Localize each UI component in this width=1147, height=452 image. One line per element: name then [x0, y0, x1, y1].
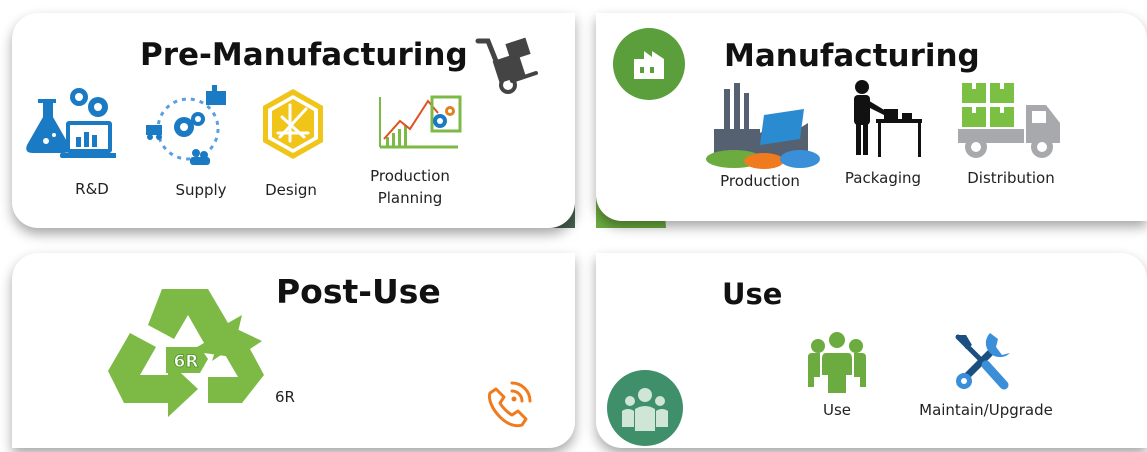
production-planning-label-line1: Production	[370, 167, 450, 185]
rnd-label: R&D	[75, 180, 109, 198]
production-planning-icon	[376, 91, 462, 151]
supply-chain-icon	[142, 83, 234, 167]
production-planning-label-line2: Planning	[377, 189, 443, 207]
phone-call-icon	[482, 379, 534, 429]
production-label: Production	[720, 172, 800, 190]
supply-label: Supply	[175, 181, 227, 199]
maintain-upgrade-label: Maintain/Upgrade	[919, 401, 1053, 419]
pre-manufacturing-card: Pre-Manufacturing	[12, 13, 575, 228]
use-title: Use	[722, 277, 783, 311]
manufacturing-title: Manufacturing	[724, 38, 980, 74]
people-circle-icon	[606, 369, 684, 447]
six-r-label: 6R	[275, 388, 295, 406]
use-card: Use Use Maintain/Upgrade	[596, 253, 1147, 448]
post-use-card: 6R Post-Use 6R	[12, 253, 575, 448]
use-label: Use	[822, 401, 852, 419]
tools-maintain-icon	[950, 329, 1014, 393]
packaging-worker-icon	[848, 79, 924, 157]
design-label: Design	[265, 181, 317, 199]
users-group-icon	[806, 331, 868, 395]
factory-production-icon	[704, 79, 822, 169]
distribution-label: Distribution	[967, 169, 1055, 187]
delivery-truck-icon	[956, 79, 1062, 161]
packaging-label: Packaging	[844, 169, 922, 187]
recycle-badge-text: 6R	[174, 352, 199, 372]
research-lab-icon	[26, 85, 118, 163]
factory-circle-icon	[612, 27, 686, 101]
hand-truck-icon	[474, 37, 540, 95]
post-use-title: Post-Use	[276, 272, 441, 311]
pre-manufacturing-title: Pre-Manufacturing	[140, 37, 468, 73]
manufacturing-card: Manufacturing	[596, 13, 1147, 221]
design-tools-icon	[260, 87, 326, 161]
recycle-6r-icon: 6R	[104, 281, 266, 431]
